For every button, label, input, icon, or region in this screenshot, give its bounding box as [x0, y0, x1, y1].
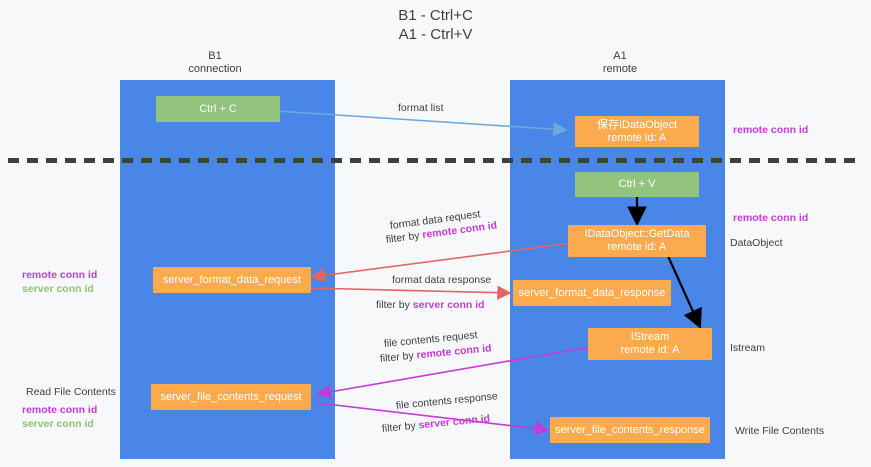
annotation-right-istream-label: Istream: [730, 342, 766, 354]
annotation-right-dataobject-key: remote conn id: [733, 211, 808, 225]
annotation-right-istream: Istream: [730, 341, 765, 355]
annotation-right-top-label: remote conn id: [733, 124, 809, 136]
connector-format-data-request: [310, 242, 573, 283]
flow-label-format-data-response-filter: filter by server conn id: [376, 299, 485, 312]
node-ctrl-c[interactable]: Ctrl + C: [156, 96, 280, 122]
node-istream-line1: IStream: [630, 331, 670, 343]
annotation-left-middle-server: server conn id: [22, 283, 94, 295]
filter-prefix: filter by: [379, 349, 418, 365]
annotation-left-bottom-server: server conn id: [22, 418, 94, 430]
connector-getdata-istream: [666, 255, 702, 330]
node-server-format-data-request[interactable]: server_format_data_request: [153, 267, 311, 293]
node-getdata-line1: IDataObject::GetData: [584, 228, 690, 240]
connector-file-contents-response: [317, 402, 550, 436]
column-header-a1: A1 remote: [560, 50, 680, 76]
annotation-right-dataobject: DataObject: [730, 236, 783, 250]
annotation-right-dataobject-key-label: remote conn id: [733, 212, 809, 224]
connector-format-list: [275, 110, 568, 137]
annotation-left-bottom-remote: remote conn id: [22, 404, 98, 416]
title-line-2: A1 - Ctrl+V: [398, 26, 473, 43]
node-ctrl-v[interactable]: Ctrl + V: [575, 172, 699, 197]
node-istream-line2: remote id: A: [620, 344, 680, 356]
node-server-file-contents-response[interactable]: server_file_contents_response: [550, 417, 710, 443]
node-idataobject-getdata[interactable]: IDataObject::GetData remote id: A: [568, 225, 706, 257]
node-server-format-data-response-label: server_format_data_response: [518, 286, 666, 299]
column-header-b1-name: B1: [208, 50, 222, 62]
column-header-b1: B1 connection: [155, 50, 275, 76]
filter-prefix: filter by: [376, 299, 413, 311]
node-server-file-contents-response-label: server_file_contents_response: [555, 423, 705, 436]
annotation-right-dataobject-label: DataObject: [730, 237, 783, 249]
flow-label-format-list: format list: [398, 102, 444, 114]
annotation-left-middle-remote: remote conn id: [22, 269, 98, 281]
annotation-left-middle: remote conn id server conn id: [22, 268, 97, 296]
flow-label-format-data-response: format data response: [392, 274, 492, 286]
connector-format-data-response: [309, 285, 512, 300]
node-save-idataobject-line1: 保存IDataObject: [596, 118, 678, 131]
filter-key-server-conn-id: server conn id: [412, 299, 485, 311]
node-server-file-contents-request[interactable]: server_file_contents_request: [151, 384, 311, 410]
node-server-file-contents-request-label: server_file_contents_request: [160, 390, 302, 403]
annotation-left-bottom-keys: remote conn id server conn id: [22, 403, 97, 431]
annotation-read-file-contents-heading: Read File Contents: [26, 386, 116, 398]
node-save-idataobject[interactable]: 保存IDataObject remote id: A: [575, 116, 699, 147]
annotation-right-write-file-contents: Write File Contents: [735, 424, 824, 438]
annotation-right-top: remote conn id: [733, 123, 808, 137]
section-divider: [8, 158, 863, 163]
annotation-left-read-file-contents: Read File Contents: [26, 385, 116, 399]
node-ctrl-c-label: Ctrl + C: [199, 102, 237, 115]
node-server-format-data-request-label: server_format_data_request: [162, 273, 302, 286]
node-save-idataobject-line2: remote id: A: [607, 131, 667, 144]
filter-prefix: filter by: [381, 419, 420, 435]
annotation-right-write-label: Write File Contents: [735, 425, 825, 437]
column-header-a1-name: A1: [613, 50, 627, 62]
node-getdata-line2: remote id: A: [607, 241, 667, 253]
node-istream[interactable]: IStream remote id: A: [588, 328, 712, 360]
column-header-b1-role: connection: [188, 63, 242, 75]
connector-file-contents-request: [316, 346, 591, 399]
column-header-a1-role: remote: [602, 63, 638, 75]
diagram-title: B1 - Ctrl+C A1 - Ctrl+V: [0, 6, 871, 44]
node-ctrl-v-label: Ctrl + V: [618, 178, 656, 190]
node-server-format-data-response[interactable]: server_format_data_response: [513, 280, 671, 306]
title-line-1: B1 - Ctrl+C: [398, 7, 473, 24]
